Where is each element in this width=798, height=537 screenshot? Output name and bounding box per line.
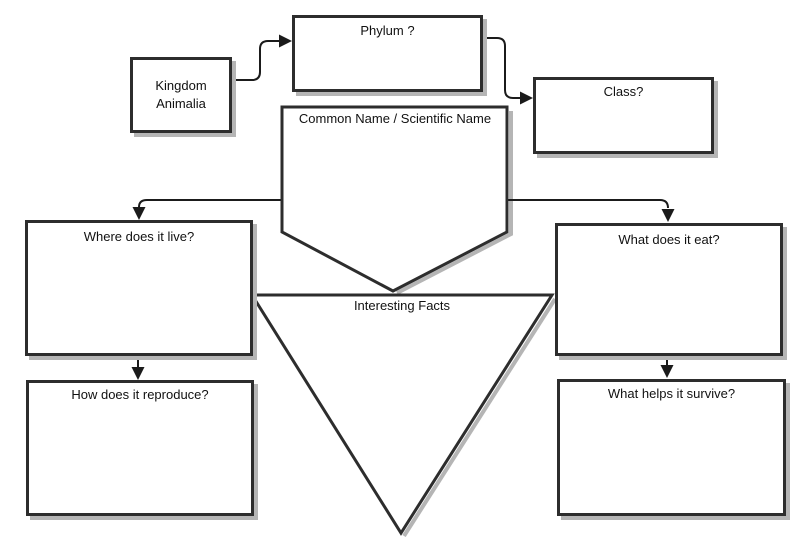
connector-phylum-to-class xyxy=(484,37,520,99)
common-name-shape-shadow xyxy=(396,111,513,295)
arrowhead-into-reproduce-icon xyxy=(131,367,145,380)
arrowhead-into-class-icon xyxy=(520,91,533,105)
connector-kingdom-to-phylum xyxy=(233,40,279,81)
node-reproduce-label: How does it reproduce? xyxy=(71,387,209,402)
node-common-name-label: Common Name / Scientific Name xyxy=(298,111,492,126)
interesting-facts-shape-shadow xyxy=(402,297,557,537)
node-common-name-shape[interactable] xyxy=(280,105,509,293)
arrowhead-into-phylum-icon xyxy=(279,34,292,48)
arrowhead-into-whateat-icon xyxy=(661,209,675,222)
node-survive[interactable]: What helps it survive? xyxy=(557,379,786,516)
node-class[interactable]: Class? xyxy=(533,77,714,154)
node-phylum[interactable]: Phylum ? xyxy=(292,15,483,92)
node-kingdom[interactable]: Kingdom Animalia xyxy=(130,57,232,133)
node-survive-label: What helps it survive? xyxy=(607,386,736,401)
node-what-eat-label: What does it eat? xyxy=(618,232,720,247)
node-phylum-label: Phylum ? xyxy=(360,23,415,38)
node-where-live-label: Where does it live? xyxy=(83,229,195,244)
node-kingdom-content: Kingdom Animalia xyxy=(133,60,229,130)
connector-commonname-to-wherelive xyxy=(138,199,281,208)
node-class-label: Class? xyxy=(603,84,644,99)
arrowhead-into-survive-icon xyxy=(660,365,674,378)
connector-commonname-to-whateat xyxy=(507,199,669,209)
node-where-live[interactable]: Where does it live? xyxy=(25,220,253,356)
node-kingdom-label: Kingdom Animalia xyxy=(155,78,207,111)
arrowhead-into-wherelive-icon xyxy=(132,207,146,220)
node-interesting-facts-label: Interesting Facts xyxy=(353,298,451,313)
node-interesting-facts-shape[interactable] xyxy=(249,293,555,536)
node-reproduce[interactable]: How does it reproduce? xyxy=(26,380,254,516)
node-what-eat[interactable]: What does it eat? xyxy=(555,223,783,356)
